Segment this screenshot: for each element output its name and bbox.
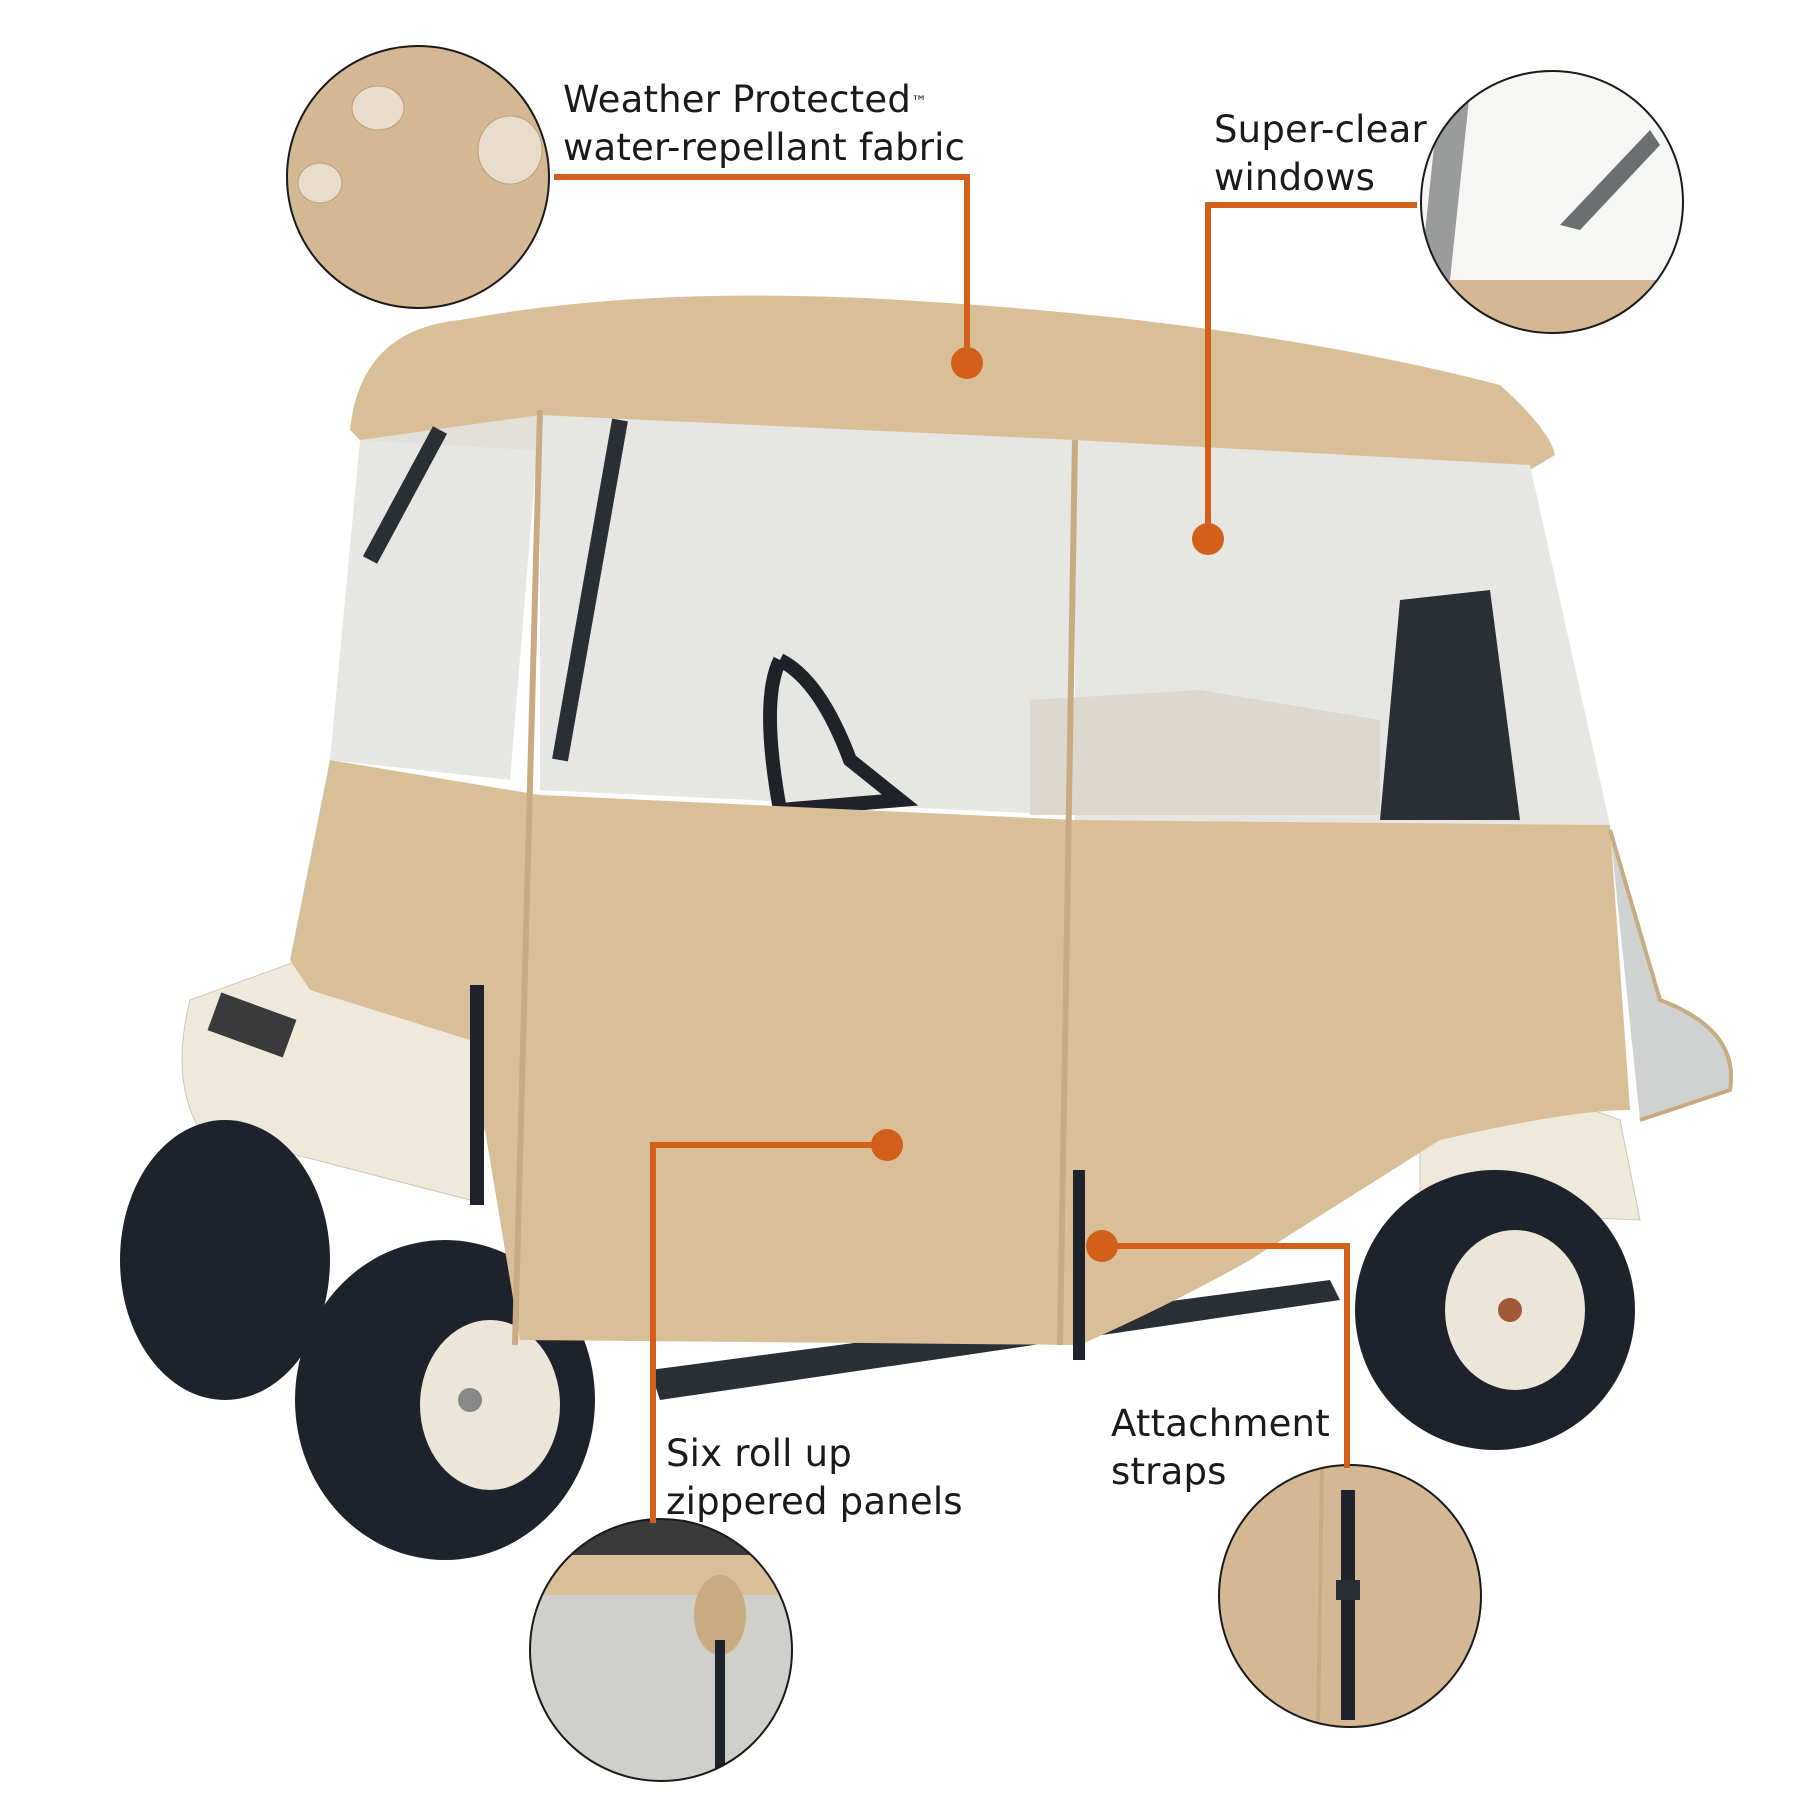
straps-line2: straps — [1111, 1450, 1227, 1493]
strap-detail-inset — [1218, 1464, 1482, 1728]
panels-line1: Six roll up — [666, 1432, 852, 1475]
straps-line1: Attachment — [1111, 1402, 1330, 1445]
fabric-line2: water-repellant fabric — [563, 126, 966, 169]
callout-panels-label: Six roll up zippered panels — [666, 1430, 963, 1526]
panels-line2: zippered panels — [666, 1480, 963, 1523]
callout-windows-label: Super-clear windows — [1214, 106, 1427, 202]
trademark-symbol: ™ — [911, 92, 928, 111]
callout-leaders — [554, 174, 1417, 1523]
windows-line1: Super-clear — [1214, 108, 1427, 151]
fabric-line1: Weather Protected — [563, 78, 912, 121]
callout-fabric-label: Weather Protected™ water-repellant fabri… — [563, 76, 965, 172]
callout-straps-label: Attachment straps — [1111, 1400, 1330, 1496]
callout-dots — [871, 347, 1224, 1262]
panel-detail-inset — [529, 1518, 793, 1782]
fabric-detail-inset — [286, 45, 550, 309]
window-detail-inset — [1420, 70, 1684, 334]
windows-line2: windows — [1214, 156, 1376, 199]
